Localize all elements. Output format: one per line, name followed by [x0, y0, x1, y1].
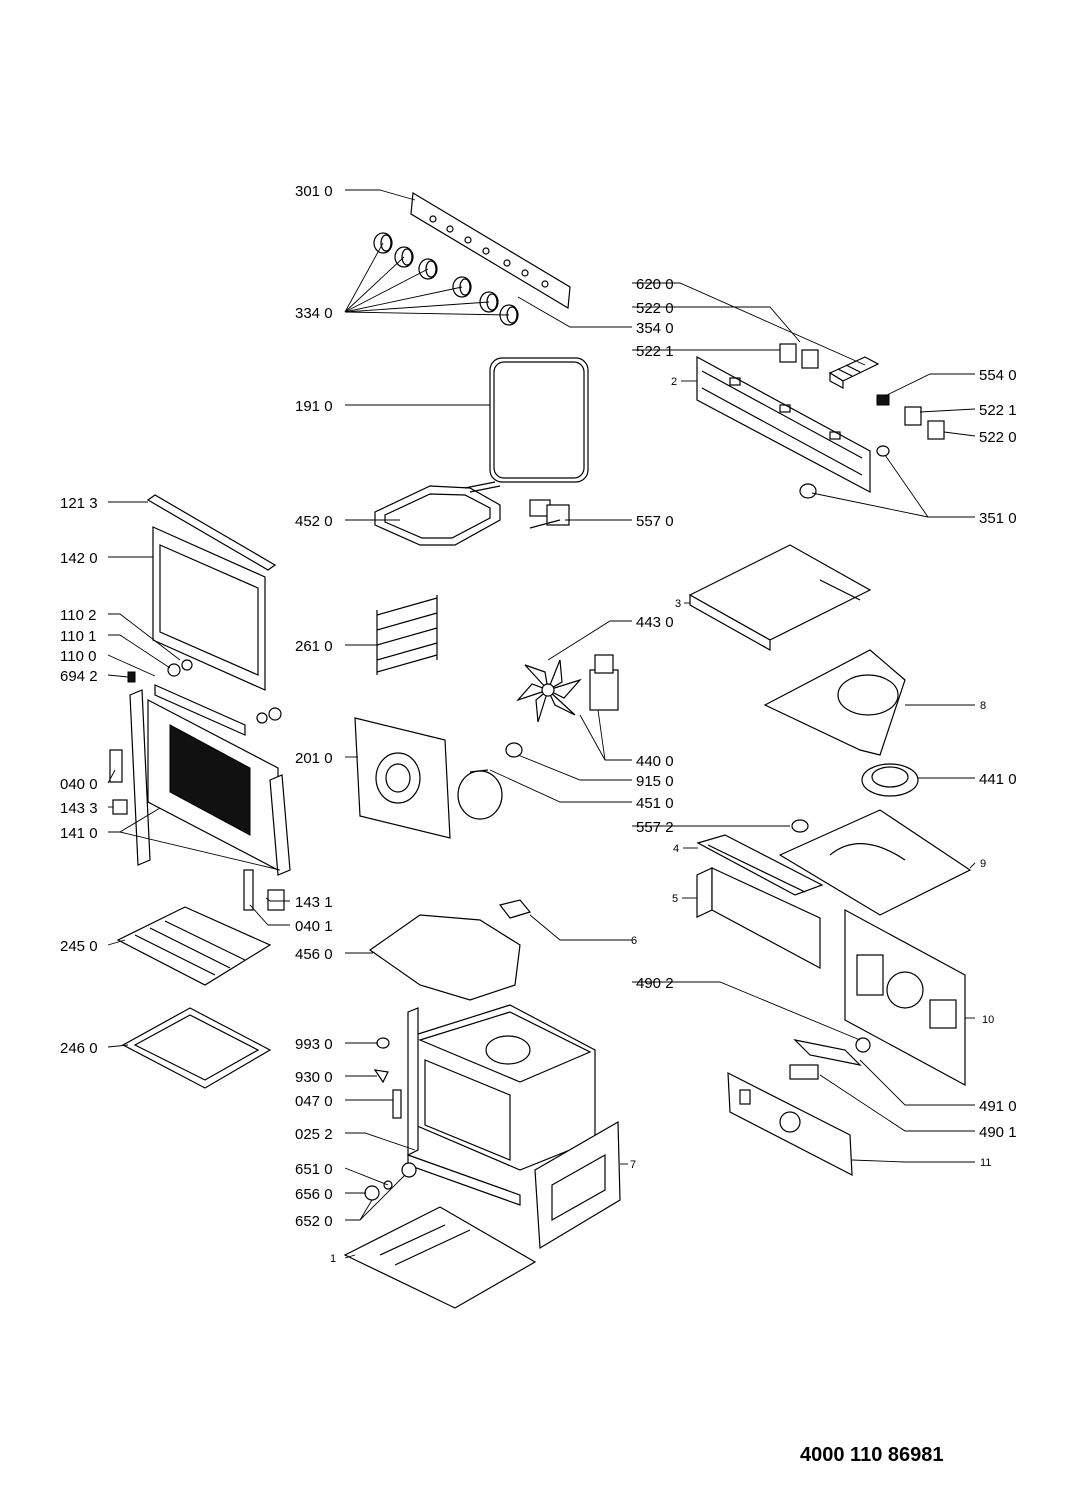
- bottom-panel: [343, 1206, 537, 1309]
- side-panel: [534, 1120, 621, 1250]
- label-9300: 930 0: [295, 1069, 333, 1086]
- label-1100: 110 0: [60, 648, 96, 665]
- label-5220a: 522 0: [636, 300, 674, 317]
- oven-baffle: [778, 809, 972, 916]
- label-6: 6: [631, 935, 637, 947]
- label-5570: 557 0: [636, 513, 674, 530]
- rear-panel-fan-guard: [354, 717, 451, 839]
- label-4430: 443 0: [636, 614, 674, 631]
- label-4902: 490 2: [636, 975, 674, 992]
- label-2010: 201 0: [295, 750, 333, 767]
- circular-element: [457, 769, 503, 820]
- label-0470: 047 0: [295, 1093, 333, 1110]
- door-inner-frame: [129, 684, 291, 876]
- label-11: 11: [980, 1157, 991, 1169]
- small-fittings: [364, 1037, 417, 1201]
- door-gasket: [489, 357, 589, 483]
- label-1410: 141 0: [60, 825, 98, 842]
- fan-cover-plate: [763, 649, 906, 756]
- label-1431: 143 1: [295, 894, 333, 911]
- oven-cavity: [407, 1004, 596, 1206]
- part-labels: 301 0 334 0 354 0 620 0 522 0 522 1 2 55…: [60, 183, 1017, 1265]
- label-6520: 652 0: [295, 1213, 333, 1230]
- label-5220b: 522 0: [979, 429, 1017, 446]
- label-4510: 451 0: [636, 795, 674, 812]
- label-2610: 261 0: [295, 638, 333, 655]
- label-5221b: 522 1: [979, 402, 1017, 419]
- thermostat-sensor: [529, 499, 570, 529]
- label-10: 10: [982, 1014, 994, 1026]
- baking-tray: [121, 1007, 272, 1089]
- label-5: 5: [672, 893, 678, 905]
- door-outer-glass: [152, 526, 266, 691]
- label-4560: 456 0: [295, 946, 333, 963]
- terminal-board: [789, 1037, 871, 1080]
- label-4910: 491 0: [979, 1098, 1017, 1115]
- label-5221a: 522 1: [636, 343, 674, 360]
- terminal-block: [828, 356, 880, 390]
- label-0252: 025 2: [295, 1126, 333, 1143]
- label-7: 7: [630, 1159, 636, 1171]
- label-4410: 441 0: [979, 771, 1017, 788]
- label-5572: 557 2: [636, 819, 674, 836]
- label-1: 1: [330, 1253, 336, 1265]
- electronics-bracket: [696, 355, 871, 493]
- label-4: 4: [673, 843, 679, 855]
- control-board: [727, 1071, 853, 1177]
- label-3340: 334 0: [295, 305, 333, 322]
- label-3: 3: [675, 598, 681, 610]
- fan-heating-element: [861, 763, 919, 797]
- thermostat-parts: [799, 445, 890, 499]
- label-4901: 490 1: [979, 1124, 1017, 1141]
- label-3510: 351 0: [979, 510, 1017, 527]
- label-5540: 554 0: [979, 367, 1017, 384]
- label-1102: 110 2: [60, 607, 96, 624]
- label-6510: 651 0: [295, 1161, 333, 1178]
- label-9930: 993 0: [295, 1036, 333, 1053]
- selector-switches: [779, 343, 945, 440]
- side-duct-bracket: [696, 867, 821, 970]
- label-1910: 191 0: [295, 398, 333, 415]
- label-4520: 452 0: [295, 513, 333, 530]
- label-2450: 245 0: [60, 938, 98, 955]
- leader-lines: [107, 189, 976, 1259]
- label-1420: 142 0: [60, 550, 98, 567]
- label-0400: 040 0: [60, 776, 98, 793]
- grill-element: [374, 481, 501, 546]
- label-1433: 143 3: [60, 800, 98, 817]
- label-3010: 301 0: [295, 183, 333, 200]
- door-hinge-parts: [127, 659, 282, 724]
- document-number: 4000 110 86981: [800, 1444, 944, 1466]
- top-cover: [688, 544, 872, 652]
- label-8: 8: [980, 700, 986, 712]
- label-3540: 354 0: [636, 320, 674, 337]
- wire-rack: [116, 906, 272, 986]
- label-1101: 110 1: [60, 628, 96, 645]
- label-9: 9: [980, 858, 986, 870]
- label-4400: 440 0: [636, 753, 674, 770]
- label-1213: 121 3: [60, 495, 98, 512]
- door-top-trim: [146, 494, 277, 571]
- cooling-duct: [696, 834, 824, 896]
- label-6560: 656 0: [295, 1186, 333, 1203]
- back-panel: [844, 908, 966, 1087]
- shelf-runners: [376, 595, 438, 675]
- label-2460: 246 0: [60, 1040, 98, 1057]
- control-panel: [410, 191, 571, 310]
- convection-fan-assembly: [505, 654, 619, 758]
- label-9150: 915 0: [636, 773, 674, 790]
- lamp-switch: [876, 394, 890, 406]
- bottom-element: [368, 899, 532, 1001]
- label-6200: 620 0: [636, 276, 674, 293]
- label-2: 2: [671, 376, 677, 388]
- label-6942: 694 2: [60, 668, 98, 685]
- label-0401: 040 1: [295, 918, 333, 935]
